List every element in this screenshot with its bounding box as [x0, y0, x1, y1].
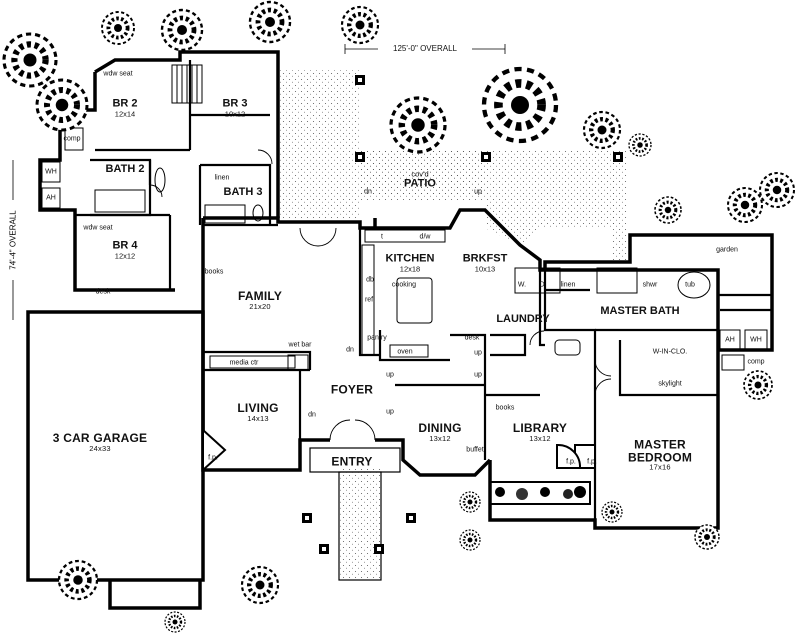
interior-walls [75, 60, 772, 520]
note-pantry: pantry [367, 334, 387, 342]
note-linen-master: linen [560, 281, 576, 289]
fireplaces [202, 427, 596, 473]
overall-depth-label: 74'-4" OVERALL [8, 210, 18, 270]
room-entry: ENTRY [331, 454, 373, 469]
note-tub: tub [685, 281, 695, 289]
note-buffet: buffet [466, 446, 484, 454]
note-ah-left: AH [46, 194, 56, 202]
note-wet-bar: wet bar [288, 341, 312, 349]
room-laundry: LAUNDRY [496, 313, 550, 326]
note-up-patio: up [474, 188, 482, 196]
note-wdw-seat-br2: wdw seat [103, 70, 133, 78]
note-desk-br4: desk [95, 288, 111, 296]
room-bath2: BATH 2 [105, 163, 145, 176]
note-shwr: shwr [642, 281, 658, 289]
note-wh-right: WH [750, 336, 762, 344]
entry-walkway [309, 447, 401, 581]
note-comp-right: comp [747, 358, 765, 366]
note-wdw-seat-br4: wdw seat [83, 224, 113, 232]
note-comp-left: comp [63, 135, 81, 143]
note-up-foyer: up [386, 408, 394, 416]
room-master-bath: MASTER BATH [600, 305, 680, 318]
note-dryer: D. [539, 281, 547, 289]
note-cooking: cooking [391, 281, 417, 289]
note-dn-kitchen: dn [346, 346, 354, 354]
note-desk-kitchen: desk [464, 334, 480, 342]
note-dw: d/w [419, 233, 431, 241]
room-bath3: BATH 3 [223, 186, 263, 199]
planter-bed [489, 481, 591, 505]
note-up-kitchen: up [474, 349, 482, 357]
note-up-dining: up [474, 371, 482, 379]
note-up-laundry: up [386, 371, 394, 379]
patio-paving [278, 70, 628, 580]
fixtures [41, 64, 768, 371]
note-washer: W. [517, 281, 527, 289]
note-dn-patio: dn [364, 188, 372, 196]
note-media-ctr: media ctr [229, 359, 259, 367]
note-skylight: skylight [658, 380, 682, 388]
note-fp-living: f.p. [208, 454, 218, 462]
note-books-library: books [495, 404, 515, 412]
note-fp-master: f.p. [587, 458, 597, 466]
overall-width-label: 125'-0" OVERALL [393, 43, 457, 53]
note-wh-left: WH [45, 168, 57, 176]
note-fp-library: f.p. [566, 458, 576, 466]
note-t: t [381, 233, 383, 241]
overall-width-dimension [344, 44, 506, 54]
doors [149, 149, 612, 441]
exterior-walls [26, 50, 774, 610]
note-books-family: books [204, 268, 224, 276]
note-oven: oven [397, 348, 413, 356]
note-wic: W-IN-CLO. [652, 348, 688, 356]
note-ah-right: AH [725, 336, 735, 344]
room-foyer: FOYER [330, 382, 374, 397]
note-dn-living: dn [308, 411, 316, 419]
note-garden: garden [716, 246, 738, 254]
note-linen-bath3: linen [214, 174, 230, 182]
note-ref: ref. [364, 296, 376, 304]
note-db: db [366, 276, 374, 284]
